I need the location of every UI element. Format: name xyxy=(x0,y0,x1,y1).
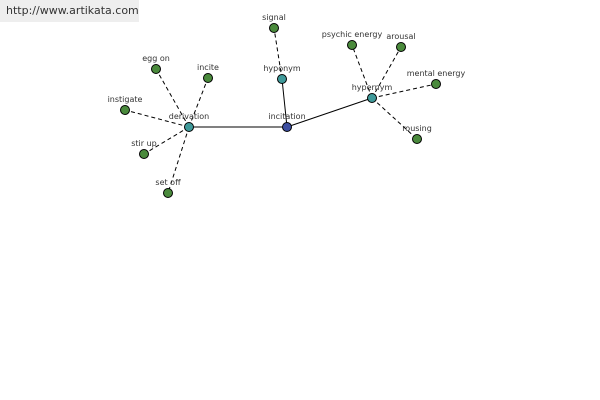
node-psychic-energy[interactable] xyxy=(347,40,357,50)
edge-psychic-energy xyxy=(351,44,373,99)
node-incitation[interactable] xyxy=(282,122,292,132)
label-set-off: set off xyxy=(155,178,181,187)
node-signal[interactable] xyxy=(269,23,279,33)
label-egg-on: egg on xyxy=(142,54,170,63)
node-rousing[interactable] xyxy=(412,134,422,144)
node-arousal[interactable] xyxy=(396,42,406,52)
label-rousing: rousing xyxy=(402,124,432,133)
node-instigate[interactable] xyxy=(120,105,130,115)
label-incitation: incitation xyxy=(268,112,305,121)
node-hyponym[interactable] xyxy=(277,74,287,84)
label-derivation: derivation xyxy=(169,112,209,121)
label-stir-up: stir up xyxy=(131,139,157,148)
label-hypernym: hypernym xyxy=(352,83,393,92)
edge-stir-up xyxy=(143,126,190,155)
node-egg-on[interactable] xyxy=(151,64,161,74)
edge-hypernym xyxy=(286,97,373,128)
label-mental-energy: mental energy xyxy=(407,69,466,78)
node-hypernym[interactable] xyxy=(367,93,377,103)
edge-hyponym xyxy=(281,78,288,128)
label-instigate: instigate xyxy=(108,95,143,104)
node-incite[interactable] xyxy=(203,73,213,83)
label-incite: incite xyxy=(197,63,219,72)
edge-mental-energy xyxy=(371,83,437,99)
node-derivation[interactable] xyxy=(184,122,194,132)
edge-set-off xyxy=(167,126,190,194)
label-signal: signal xyxy=(262,13,286,22)
node-stir-up[interactable] xyxy=(139,149,149,159)
edge-rousing xyxy=(371,97,418,140)
label-hyponym: hyponym xyxy=(263,64,301,73)
edge-incite xyxy=(188,77,209,128)
label-psychic-energy: psychic energy xyxy=(322,30,383,39)
edge-signal xyxy=(273,27,283,80)
label-arousal: arousal xyxy=(386,32,415,41)
edge-arousal xyxy=(371,46,402,99)
node-mental-energy[interactable] xyxy=(431,79,441,89)
node-set-off[interactable] xyxy=(163,188,173,198)
watermark-link[interactable]: http://www.artikata.com xyxy=(0,0,139,22)
